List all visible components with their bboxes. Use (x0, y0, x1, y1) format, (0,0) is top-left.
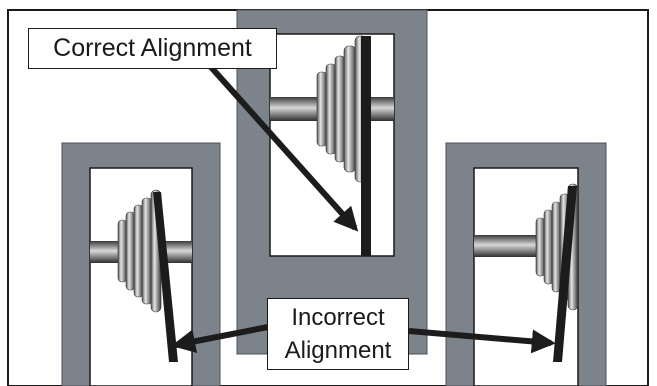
shaft-icon (474, 235, 546, 257)
v-belt-icon (361, 36, 371, 256)
right-panel (446, 143, 606, 386)
incorrect-alignment-label: Incorrect Alignment (267, 298, 409, 370)
incorrect-alignment-label-line2: Alignment (268, 334, 408, 367)
left-panel (62, 143, 220, 386)
correct-alignment-label: Correct Alignment (28, 28, 277, 69)
incorrect-alignment-label-line1: Incorrect (268, 301, 408, 334)
